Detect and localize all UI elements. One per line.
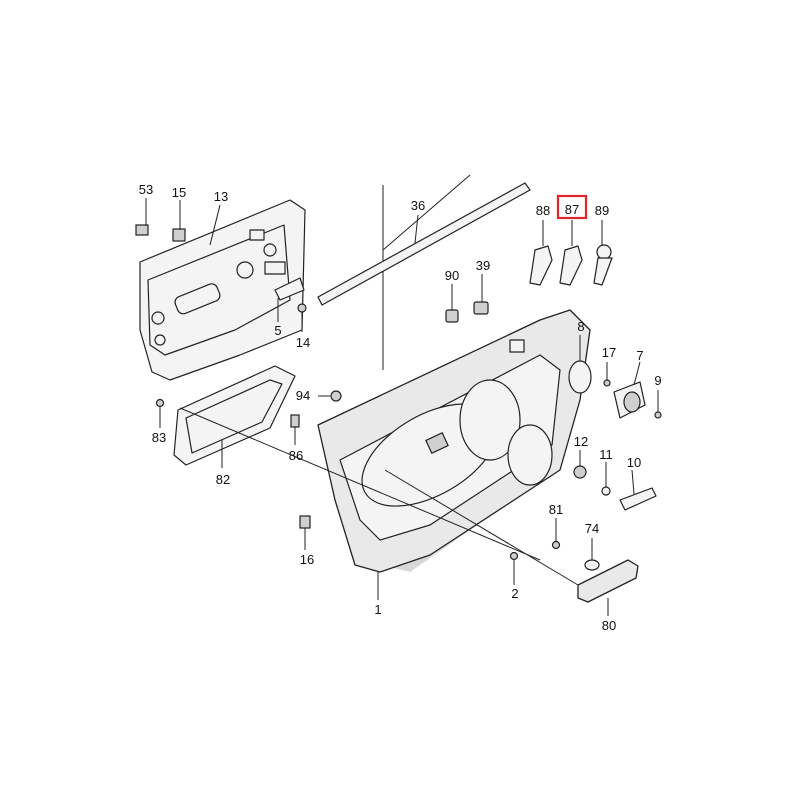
trim-89 (593, 220, 613, 286)
clip-15 (172, 200, 186, 242)
callout-86: 86 (289, 448, 303, 463)
armrest-handle-80 (577, 559, 639, 616)
callout-16: 16 (300, 552, 314, 567)
callout-5: 5 (274, 323, 281, 338)
map-pocket-82 (173, 365, 296, 468)
callout-90: 90 (445, 268, 459, 283)
callout-14: 14 (296, 335, 310, 350)
clip-53 (135, 198, 149, 236)
clip-94 (318, 390, 342, 402)
callout-94: 94 (296, 388, 310, 403)
trim-88 (529, 220, 553, 286)
callout-1: 1 (374, 602, 381, 617)
door-trim-panel (317, 309, 591, 600)
callout-81: 81 (549, 502, 563, 517)
callout-88: 88 (536, 203, 550, 218)
inner-door-panel (139, 199, 306, 381)
callout-53: 53 (139, 182, 153, 197)
callout-87: 87 (565, 202, 579, 217)
callout-8: 8 (577, 319, 584, 334)
cap-74 (584, 538, 600, 571)
screw-81 (551, 518, 561, 550)
reference-line (382, 174, 471, 251)
callout-11: 11 (599, 447, 613, 462)
clip-90 (445, 284, 459, 323)
callout-17: 17 (602, 345, 616, 360)
assembly-line-2 (384, 469, 579, 586)
screw-14 (297, 303, 307, 332)
callout-83: 83 (152, 430, 166, 445)
clip-17 (603, 362, 611, 387)
callout-10: 10 (627, 455, 641, 470)
callout-15: 15 (172, 185, 186, 200)
callout-12: 12 (574, 434, 588, 449)
callout-2: 2 (511, 586, 518, 601)
speaker-ring-8 (568, 335, 592, 394)
callout-82: 82 (216, 472, 230, 487)
clip-11 (601, 462, 611, 496)
screw-2 (509, 551, 519, 585)
callout-7: 7 (636, 348, 643, 363)
callout-89: 89 (595, 203, 609, 218)
screw-86 (290, 414, 300, 445)
callout-74: 74 (585, 521, 599, 536)
screw-83 (155, 398, 165, 428)
callout-36: 36 (411, 198, 425, 213)
callout-39: 39 (476, 258, 490, 273)
callout-9: 9 (654, 373, 661, 388)
bracket-5 (274, 277, 305, 322)
callout-13: 13 (214, 189, 228, 204)
screw-9 (654, 390, 662, 419)
leader-13 (209, 204, 221, 246)
clip-12 (573, 450, 587, 479)
clip-16 (299, 515, 311, 550)
trim-87 (559, 220, 583, 286)
clip-39 (473, 274, 489, 315)
callout-80: 80 (602, 618, 616, 633)
inner-handle-7 (613, 361, 646, 419)
window-weatherstrip (317, 182, 531, 306)
highlight-box (556, 194, 588, 220)
lever-10 (619, 469, 657, 511)
assembly-line (179, 407, 541, 561)
